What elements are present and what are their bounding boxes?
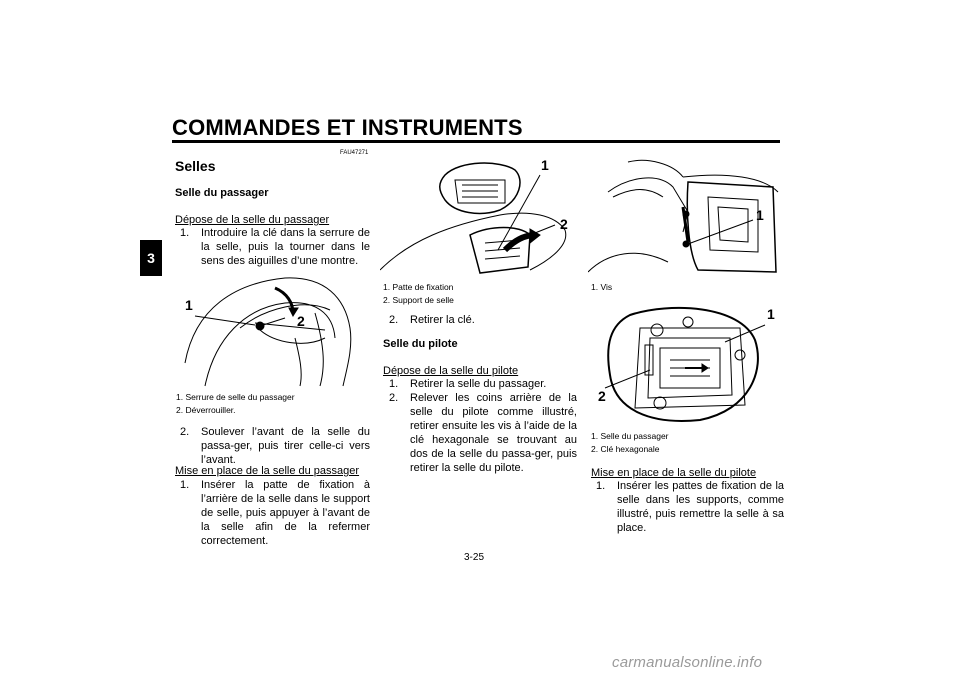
procedure-heading: Dépose de la selle du pilote xyxy=(383,365,519,377)
page-number: 3-25 xyxy=(464,552,485,563)
procedure-heading: Dépose de la selle du passager xyxy=(175,214,330,226)
step-number: 2. xyxy=(180,426,190,438)
header-rule xyxy=(172,140,780,143)
figure-label-2: 2 xyxy=(560,216,568,232)
step-number: 2. xyxy=(389,392,399,404)
procedure-heading: Mise en place de la selle du pilote xyxy=(591,467,757,479)
figure-caption: 1. Patte de fixation xyxy=(383,282,454,292)
step-text: Retirer la clé. xyxy=(410,314,475,326)
step-number: 1. xyxy=(180,479,190,491)
step-text: Soulever l’avant de la selle du passa-ge… xyxy=(201,426,370,466)
figure-label-1: 1 xyxy=(185,297,193,313)
step-number: 1. xyxy=(180,227,190,239)
step-item: 1. Insérer les pattes de fixation de la … xyxy=(596,479,784,535)
figure-caption: 2. Déverrouiller. xyxy=(176,405,236,415)
procedure-heading: Mise en place de la selle du passager xyxy=(175,465,360,477)
figure-rider-seat-screws xyxy=(588,159,779,273)
step-item: 1. Insérer la patte de fixation à l’arri… xyxy=(180,478,370,548)
figure-seat-lock xyxy=(184,277,352,387)
subsection-title: Selle du passager xyxy=(175,187,269,199)
step-number: 1. xyxy=(389,378,399,390)
watermark-text: carmanualsonline.info xyxy=(612,654,763,671)
step-text: Retirer la selle du passager. xyxy=(410,378,547,390)
step-text: Introduire la clé dans la serrure de la … xyxy=(201,227,370,267)
step-item: 2. Relever les coins arrière de la selle… xyxy=(389,391,577,475)
figure-label-1: 1 xyxy=(756,207,764,223)
figure-label-2: 2 xyxy=(297,313,305,329)
step-number: 2. xyxy=(389,314,399,326)
figure-caption: 1. Serrure de selle du passager xyxy=(176,392,295,402)
figure-label-1: 1 xyxy=(541,157,549,173)
step-number: 1. xyxy=(596,480,606,492)
step-item: 2. Retirer la clé. xyxy=(389,313,577,327)
step-text: Insérer la patte de fixation à l’arrière… xyxy=(201,479,370,547)
step-item: 1. Retirer la selle du passager. xyxy=(389,377,577,391)
section-title: Selles xyxy=(175,158,216,174)
figure-caption: 1. Selle du passager xyxy=(591,431,669,441)
step-item: 1. Introduire la clé dans la serrure de … xyxy=(180,226,370,268)
step-text: Relever les coins arrière de la selle du… xyxy=(410,392,577,474)
figure-caption: 2. Support de selle xyxy=(383,295,454,305)
step-item: 2. Soulever l’avant de la selle du passa… xyxy=(180,425,370,467)
page-header-title: COMMANDES ET INSTRUMENTS xyxy=(172,115,523,140)
figure-label-1: 1 xyxy=(767,306,775,322)
step-text: Insérer les pattes de fixation de la sel… xyxy=(617,480,784,534)
figure-caption: 1. Vis xyxy=(591,282,613,292)
figure-label-2: 2 xyxy=(598,388,606,404)
reference-code: FAU47271 xyxy=(340,150,369,156)
subsection-title: Selle du pilote xyxy=(383,338,458,350)
chapter-tab: 3 xyxy=(140,240,162,276)
figure-passenger-seat-underside xyxy=(604,307,766,422)
figure-caption: 2. Clé hexagonale xyxy=(591,444,660,454)
figure-seat-bracket xyxy=(380,162,567,274)
